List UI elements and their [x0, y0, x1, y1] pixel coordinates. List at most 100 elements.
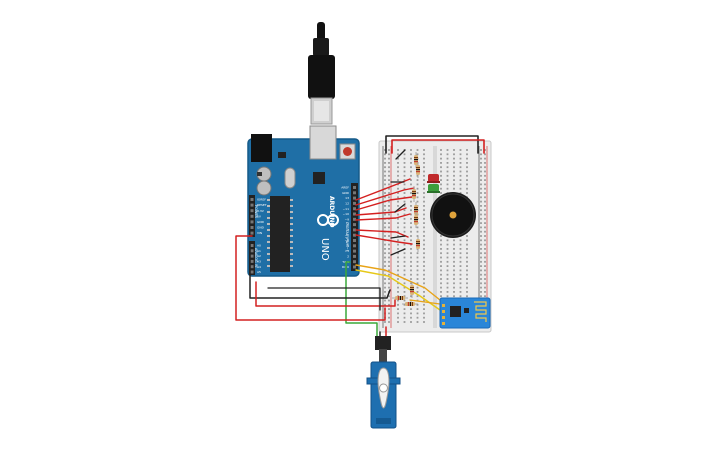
wire-orange-wifi — [409, 299, 441, 305]
analog-header — [249, 241, 255, 275]
resistor-group — [392, 152, 420, 306]
digital-pin-label: 2 — [347, 255, 349, 259]
analog-pin — [250, 270, 254, 274]
crystal — [284, 167, 296, 189]
digital-pin-label: AREF — [341, 186, 349, 190]
wire-orange-tx — [355, 264, 441, 301]
power-pin-label: IOREF — [257, 198, 266, 202]
digital-pin — [353, 201, 356, 205]
board-brand-label: ARDUINO — [328, 196, 335, 227]
power-pin — [250, 231, 254, 235]
usb-plug-body — [308, 55, 335, 99]
digital-pin — [353, 228, 356, 232]
power-pin-label: VIN — [257, 231, 262, 235]
wire-black-top — [385, 135, 479, 154]
digital-pin — [353, 233, 356, 237]
digital-pin — [353, 223, 356, 227]
wire-black-breadboard-5 — [390, 248, 406, 256]
digital-pin-label: 12 — [345, 202, 349, 206]
usb-cable-cord — [317, 22, 325, 42]
analog-pin — [250, 249, 254, 253]
analog-header-label: ANALOG IN — [254, 248, 258, 268]
digital-pin — [353, 186, 356, 189]
digital-pin — [353, 249, 356, 253]
board-model-label: UNO — [319, 238, 330, 261]
digital-pin-label: ~6 — [345, 233, 350, 237]
digital-pin-label: ~10 — [343, 212, 349, 216]
digital-pin-label: 8 — [347, 223, 349, 227]
usb-jack — [309, 125, 337, 160]
digital-header — [351, 183, 358, 271]
digital-pin-label: ~5 — [345, 239, 350, 243]
power-pin-label: GND — [257, 220, 265, 224]
analog-pin-label: A2 — [257, 254, 261, 258]
power-jack — [251, 134, 272, 162]
wire-black-breadboard-1 — [395, 149, 406, 160]
digital-pin-label: GND — [342, 191, 350, 195]
wire-red-d12 — [355, 187, 415, 206]
wire-red-d7 — [355, 234, 413, 245]
arduino-uno-board: ARDUINO UNO DIGITAL (PWM~) POWER ANALOG … — [247, 125, 360, 277]
digital-pin-label: 7 — [347, 228, 349, 232]
usb-cable — [308, 22, 335, 125]
digital-pin — [353, 191, 356, 195]
analog-pin-label: A4 — [257, 265, 261, 269]
power-pin-label: RESET — [257, 203, 267, 207]
arduino-logo — [317, 214, 339, 226]
resistor — [410, 282, 414, 298]
digital-pin-label: ~9 — [345, 217, 350, 221]
resistor — [416, 236, 420, 252]
resistor — [392, 296, 408, 300]
wire-red-d8 — [355, 229, 409, 238]
digital-pin — [353, 260, 356, 264]
analog-pin — [250, 254, 254, 258]
analog-pin — [250, 259, 254, 263]
wire-red-d9 — [355, 213, 411, 221]
digital-pin — [353, 196, 356, 200]
power-pin — [250, 203, 254, 207]
power-pin — [250, 226, 254, 229]
wire-red-d13 — [355, 178, 411, 201]
analog-pin-label: A3 — [257, 260, 261, 264]
power-pin-label: 5V — [257, 214, 262, 218]
wire-black-breadboard-3 — [394, 203, 406, 213]
buzzer-center — [449, 211, 457, 219]
wire-black-gnd — [249, 241, 391, 299]
resistor — [412, 186, 416, 202]
power-pin — [250, 214, 254, 218]
resistor — [414, 212, 418, 228]
analog-pin-label: A1 — [257, 249, 261, 253]
digital-pin-label: ~3 — [345, 249, 350, 253]
power-pin-label: 3.3V — [257, 209, 265, 213]
resistor — [402, 302, 418, 306]
digital-pin-label: ~11 — [343, 207, 349, 211]
analog-pin — [250, 244, 254, 247]
digital-pin — [353, 207, 356, 211]
resistor — [414, 152, 418, 168]
digital-pin — [353, 217, 356, 221]
digital-pin — [353, 239, 356, 242]
power-pin — [250, 209, 254, 213]
digital-pin-label: TX 1 — [341, 260, 349, 264]
analog-pin-label: A0 — [257, 244, 261, 248]
digital-header-label: DIGITAL (PWM~) — [345, 222, 349, 252]
power-header-label: POWER — [254, 205, 258, 219]
wire-green-servo-signal — [345, 261, 378, 339]
servo-connector — [375, 336, 391, 350]
resistor — [416, 162, 420, 178]
digital-pin — [353, 254, 356, 258]
digital-pin-label: 13 — [345, 196, 349, 200]
analog-pin — [250, 265, 254, 269]
wire-black-breadboard-4 — [390, 235, 406, 239]
breadboard-channel — [433, 146, 437, 328]
wire-red-analog — [255, 281, 396, 307]
digital-pin — [353, 244, 356, 248]
green-led — [427, 184, 440, 193]
wire-red-d11 — [355, 196, 413, 211]
wire-red-5v — [235, 235, 386, 321]
esp8266-wifi-module — [439, 297, 491, 329]
